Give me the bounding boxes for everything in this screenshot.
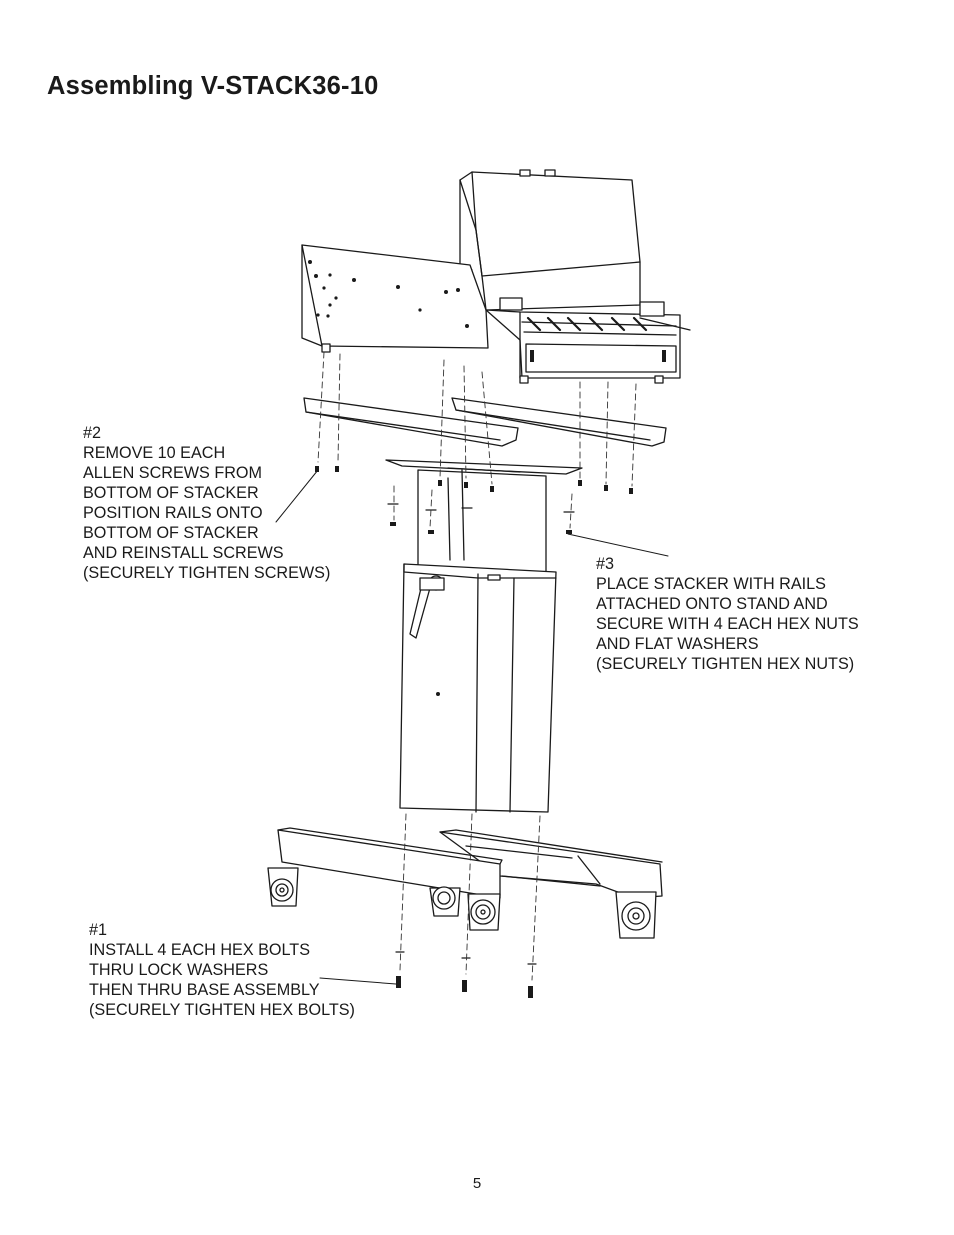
step3-line: (SECURELY TIGHTEN HEX NUTS)	[596, 655, 855, 673]
top-plate	[385, 459, 583, 475]
step3-line: AND FLAT WASHERS	[596, 635, 759, 653]
fasteners	[315, 466, 633, 998]
step1-line: #1	[89, 921, 108, 939]
step2-instructions: #2 REMOVE 10 EACH ALLEN SCREWS FROM BOTT…	[83, 423, 330, 583]
step3-instructions: #3 PLACE STACKER WITH RAILS ATTACHED ONT…	[596, 554, 859, 674]
mounting-rails	[303, 397, 667, 447]
caster-front-center	[429, 886, 461, 917]
stacker-unit	[301, 169, 691, 384]
step2-line: ALLEN SCREWS FROM	[83, 464, 262, 482]
step1-line: THEN THRU BASE ASSEMBLY	[89, 981, 320, 999]
page-number: 5	[472, 1175, 482, 1192]
step1-line: THRU LOCK WASHERS	[89, 961, 269, 979]
caster-back-right	[615, 891, 657, 939]
step1-instructions: #1 INSTALL 4 EACH HEX BOLTS THRU LOCK WA…	[89, 920, 355, 1020]
step3-line: #3	[596, 555, 615, 573]
step2-line: BOTTOM OF STACKER	[83, 484, 259, 502]
stand-column	[399, 469, 557, 813]
step2-line: AND REINSTALL SCREWS	[83, 544, 284, 562]
leader-step2	[275, 469, 319, 523]
step2-line: BOTTOM OF STACKER	[83, 524, 259, 542]
leader-step1	[319, 977, 397, 985]
step2-line: POSITION RAILS ONTO	[83, 504, 263, 522]
step3-line: ATTACHED ONTO STAND AND	[596, 595, 828, 613]
step1-line: (SECURELY TIGHTEN HEX BOLTS)	[89, 1001, 355, 1019]
step2-line: #2	[83, 424, 102, 442]
step3-line: SECURE WITH 4 EACH HEX NUTS	[596, 615, 859, 633]
step2-line: (SECURELY TIGHTEN SCREWS)	[83, 564, 331, 582]
step3-line: PLACE STACKER WITH RAILS	[596, 575, 826, 593]
stand-base	[267, 827, 663, 939]
caster-front-right	[467, 893, 501, 931]
page-title: Assembling V-STACK36-10	[47, 72, 379, 100]
step1-line: INSTALL 4 EACH HEX BOLTS	[89, 941, 310, 959]
caster-front-left	[267, 867, 299, 907]
step2-line: REMOVE 10 EACH	[83, 444, 226, 462]
leader-step3	[567, 533, 669, 557]
